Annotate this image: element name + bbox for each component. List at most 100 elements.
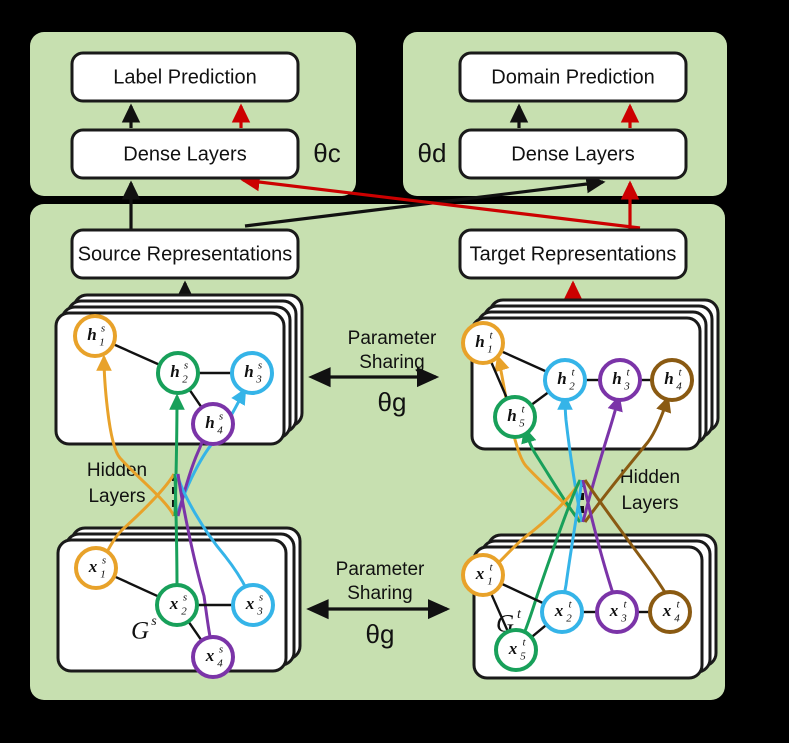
graph-edge-h1s-h2s <box>112 343 161 366</box>
graph-edge-x2s-x4s <box>187 620 203 642</box>
target-representations-box[interactable] <box>458 228 688 280</box>
graph-node-label-x1s: x <box>88 557 98 576</box>
flow-curve-target-green <box>521 426 582 523</box>
parameter-sharing-input-l1: Parameter <box>336 559 425 580</box>
svg-text:G: G <box>131 618 149 645</box>
source-hidden-layers-label-l1: Hidden <box>87 460 147 481</box>
arrow-domain-dense-to-label-dense <box>240 172 641 230</box>
flow-curve-source-green-lower <box>173 473 179 589</box>
source-representations-box[interactable] <box>70 228 300 280</box>
graph-edge-h1t-h5t <box>489 360 509 400</box>
domain-dense-layers-box[interactable] <box>458 128 688 180</box>
graph-node-label-x3t: x <box>609 601 619 620</box>
graph-node-sub-h2s: 2 <box>182 374 188 386</box>
target-hidden-layers-label-l1: Hidden <box>620 467 680 488</box>
label-prediction-text: Label Prediction <box>113 66 256 88</box>
graph-node-label-h5t: h <box>507 406 516 425</box>
graph-node-sup-x1s: s <box>102 555 106 567</box>
flow-curve-source-orange-lower <box>102 473 176 559</box>
svg-text:s: s <box>151 614 157 629</box>
graph-node-sub-h4s: 4 <box>217 425 223 437</box>
label-prediction-box[interactable] <box>70 51 300 103</box>
graph-node-sub-x3t: 3 <box>620 613 627 625</box>
graph-node-sub-h2t: 2 <box>569 381 575 393</box>
graph-edge-x1s-x2s <box>113 575 160 598</box>
parameter-sharing-hidden-theta: θg <box>378 387 407 417</box>
graph-node-sup-x1t: t <box>489 562 493 574</box>
label-dense-layers-box[interactable] <box>70 128 300 180</box>
graph-node-sub-h1s: 1 <box>99 337 105 349</box>
graph-edge-x1t-x2t <box>500 582 545 605</box>
theta-c-label: θc <box>313 138 340 168</box>
graph-node-label-h3s: h <box>244 362 253 381</box>
graph-node-sup-x2t: t <box>568 599 572 611</box>
domain-prediction-box[interactable] <box>458 51 688 103</box>
graph-node-sub-h4t: 4 <box>676 381 682 393</box>
graph-node-sub-x1t: 1 <box>487 576 493 588</box>
source-graph-label: G s <box>131 614 157 645</box>
graph-node-sub-x5t: 5 <box>520 651 526 663</box>
graph-node-sup-h1t: t <box>489 330 493 342</box>
parameter-sharing-hidden-l2: Sharing <box>359 352 425 373</box>
graph-edge-x1t-x5t <box>489 592 510 633</box>
graph-edge-h2t-h5t <box>530 390 550 407</box>
graph-node-label-h2t: h <box>557 369 566 388</box>
graph-node-sup-x5t: t <box>522 637 526 649</box>
flow-curve-target-orange-lower <box>494 479 583 568</box>
graph-edge-h2s-h4s <box>188 388 203 409</box>
graph-node-label-h2s: h <box>170 362 179 381</box>
target-representations-text: Target Representations <box>470 243 677 265</box>
flow-curve-target-brown <box>583 395 672 523</box>
source-representations-text: Source Representations <box>78 243 293 265</box>
graph-node-label-x2t: x <box>554 601 564 620</box>
graph-node-sup-h2t: t <box>571 367 575 379</box>
graph-node-label-x2s: x <box>169 594 179 613</box>
graph-node-label-x4s: x <box>205 646 215 665</box>
graph-node-sup-x4s: s <box>219 644 223 656</box>
graph-node-sub-h3t: 3 <box>623 381 630 393</box>
graph-node-label-x3s: x <box>245 594 255 613</box>
graph-node-sup-h1s: s <box>101 323 105 335</box>
graph-node-sup-h3s: s <box>258 360 262 372</box>
graph-node-label-h4t: h <box>664 369 673 388</box>
graph-node-label-x1t: x <box>475 564 485 583</box>
flow-curve-source-blue-lower <box>175 473 249 591</box>
parameter-sharing-hidden-l1: Parameter <box>348 328 437 349</box>
graph-node-sub-x2s: 2 <box>181 606 187 618</box>
parameter-sharing-input-l2: Sharing <box>347 583 413 604</box>
graph-node-sup-h2s: s <box>184 360 188 372</box>
graph-node-sub-x4t: 4 <box>674 613 680 625</box>
graph-node-label-h3t: h <box>612 369 621 388</box>
domain-prediction-text: Domain Prediction <box>491 66 654 88</box>
graph-node-sup-h3t: t <box>626 367 630 379</box>
graph-node-sup-h5t: t <box>521 404 525 416</box>
graph-node-sup-x2s: s <box>183 592 187 604</box>
flow-curve-source-orange <box>96 354 176 517</box>
graph-node-sup-x3t: t <box>623 599 627 611</box>
label-dense-layers-text: Dense Layers <box>123 143 246 165</box>
graph-node-sup-x3s: s <box>259 592 263 604</box>
